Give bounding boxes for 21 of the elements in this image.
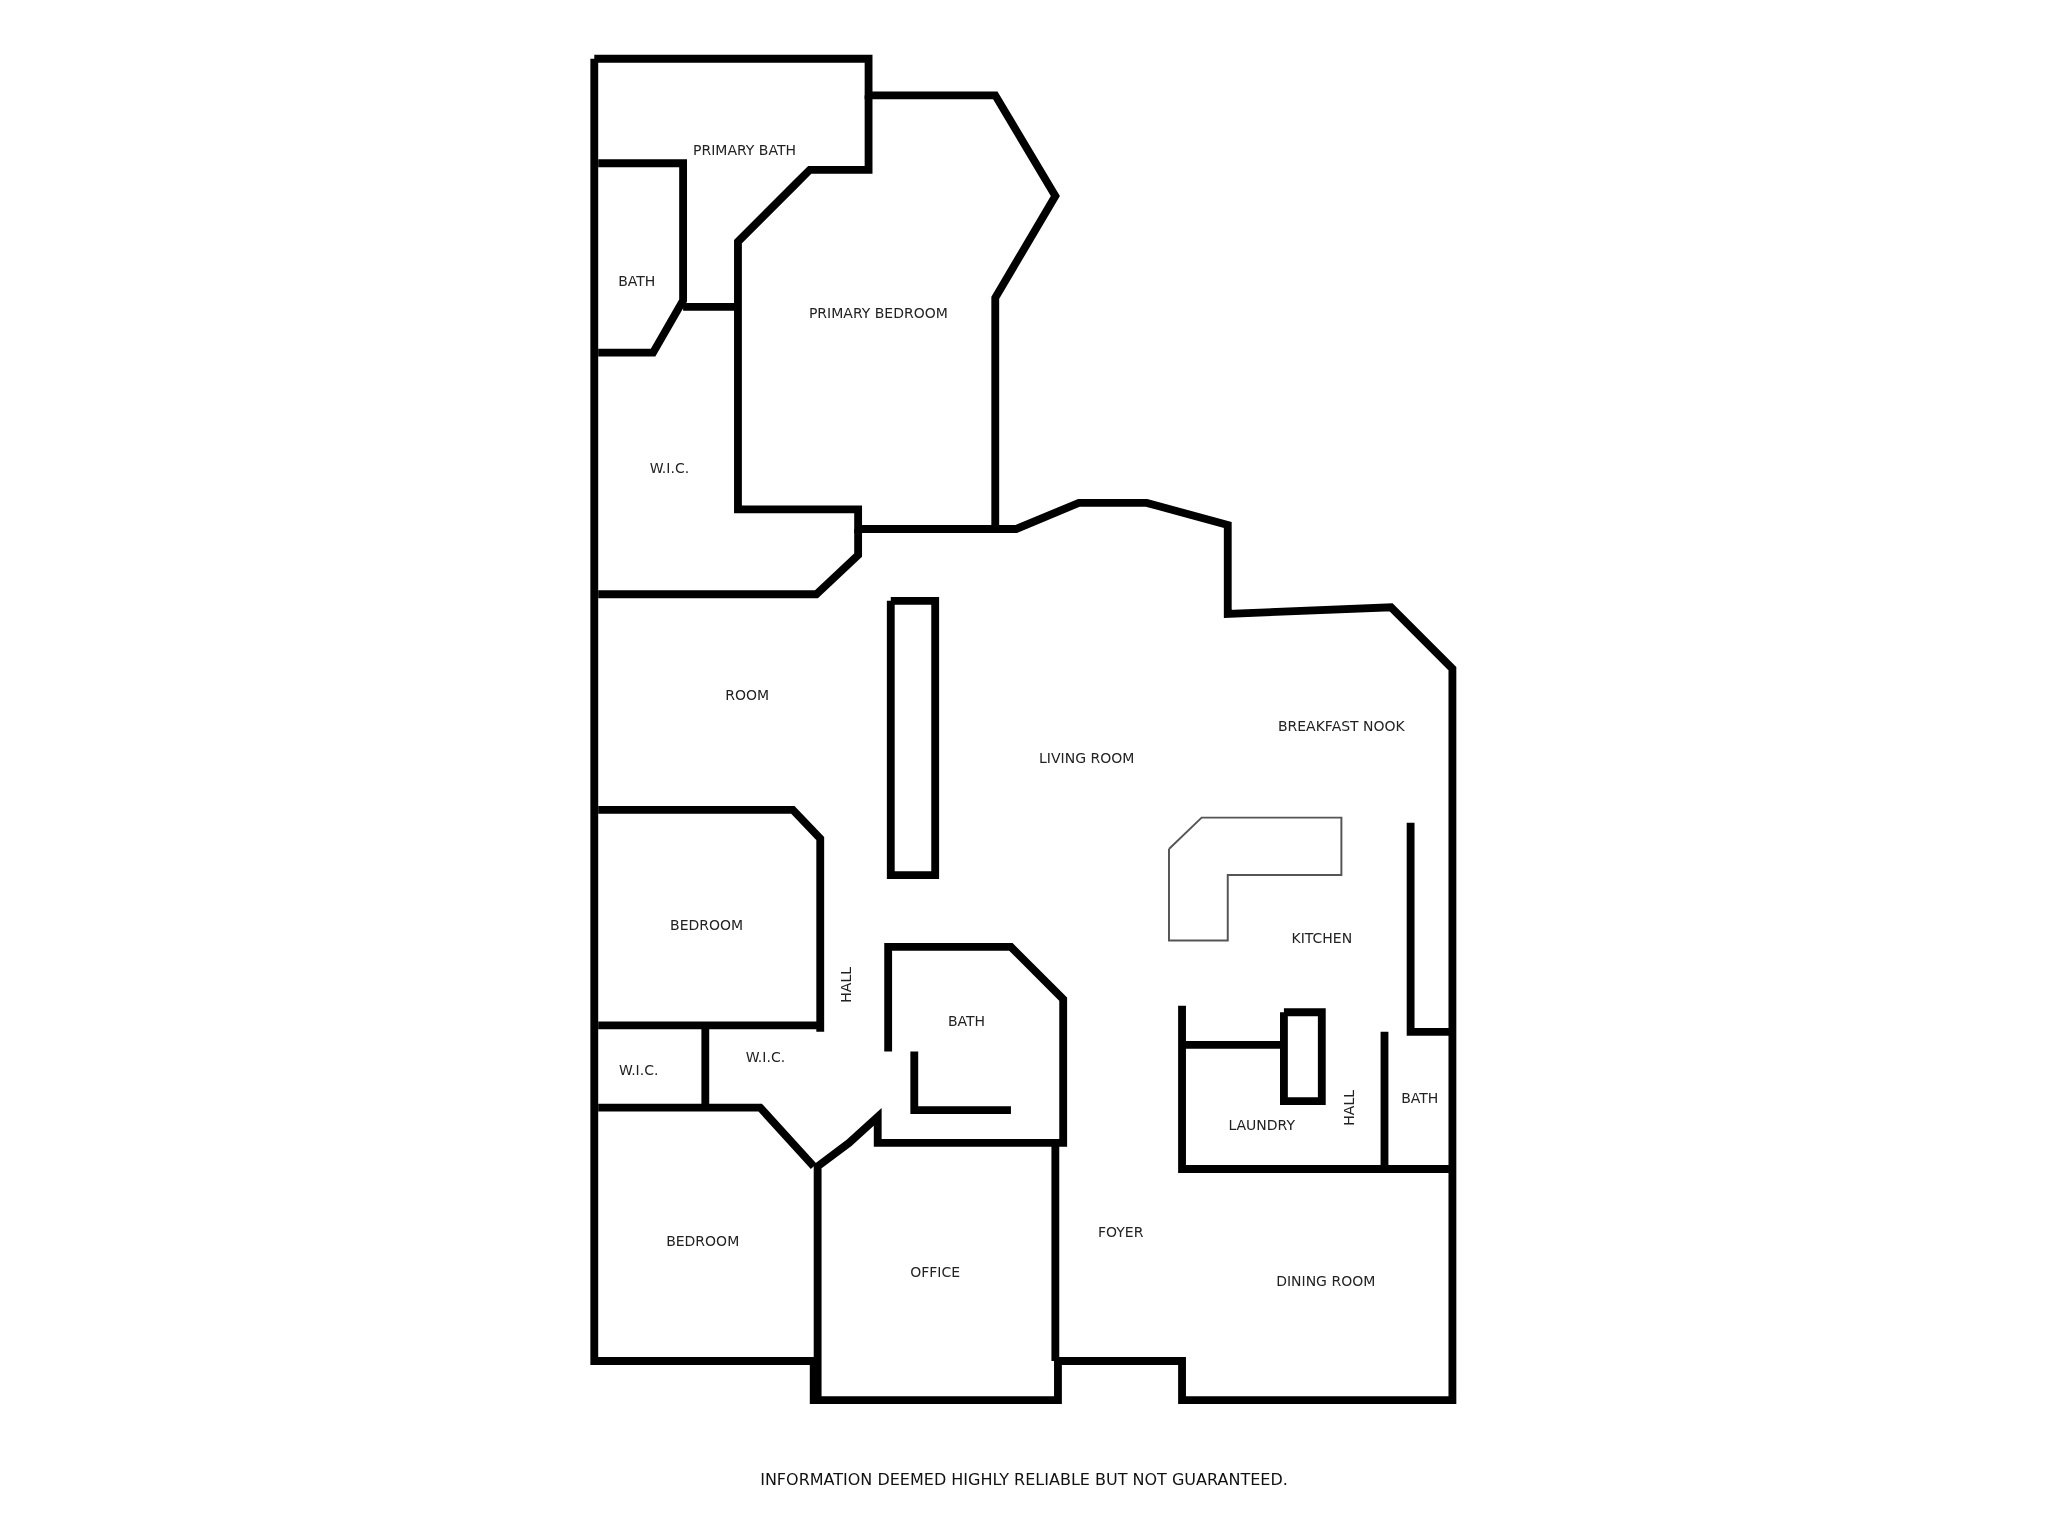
room-label: HALL: [838, 966, 855, 1003]
room-label: BEDROOM: [666, 1232, 740, 1249]
room-label: BATH: [947, 1013, 986, 1030]
room-label: W.I.C.: [745, 1048, 786, 1065]
room-label: BREAKFAST NOOK: [1277, 718, 1405, 735]
room-label: KITCHEN: [1291, 929, 1353, 946]
room-label: LIVING ROOM: [1039, 749, 1135, 766]
room-label: LAUNDRY: [1228, 1116, 1295, 1133]
room-label: ROOM: [725, 686, 769, 703]
room-label: PRIMARY BATH: [693, 142, 796, 159]
room-label: W.I.C.: [649, 459, 690, 476]
room-label: BATH: [1401, 1090, 1439, 1107]
disclaimer-note: INFORMATION DEEMED HIGHLY RELIABLE BUT NOT GUARANTEED.: [760, 1470, 1288, 1489]
room-label: W.I.C.: [618, 1061, 659, 1078]
room-label: FOYER: [1097, 1223, 1144, 1240]
room-label: HALL: [1341, 1089, 1358, 1126]
room-label: BEDROOM: [670, 916, 744, 933]
room-label: DINING ROOM: [1276, 1273, 1376, 1290]
room-label: BATH: [618, 272, 656, 289]
room-label: OFFICE: [910, 1264, 961, 1281]
room-label: PRIMARY BEDROOM: [808, 305, 948, 322]
